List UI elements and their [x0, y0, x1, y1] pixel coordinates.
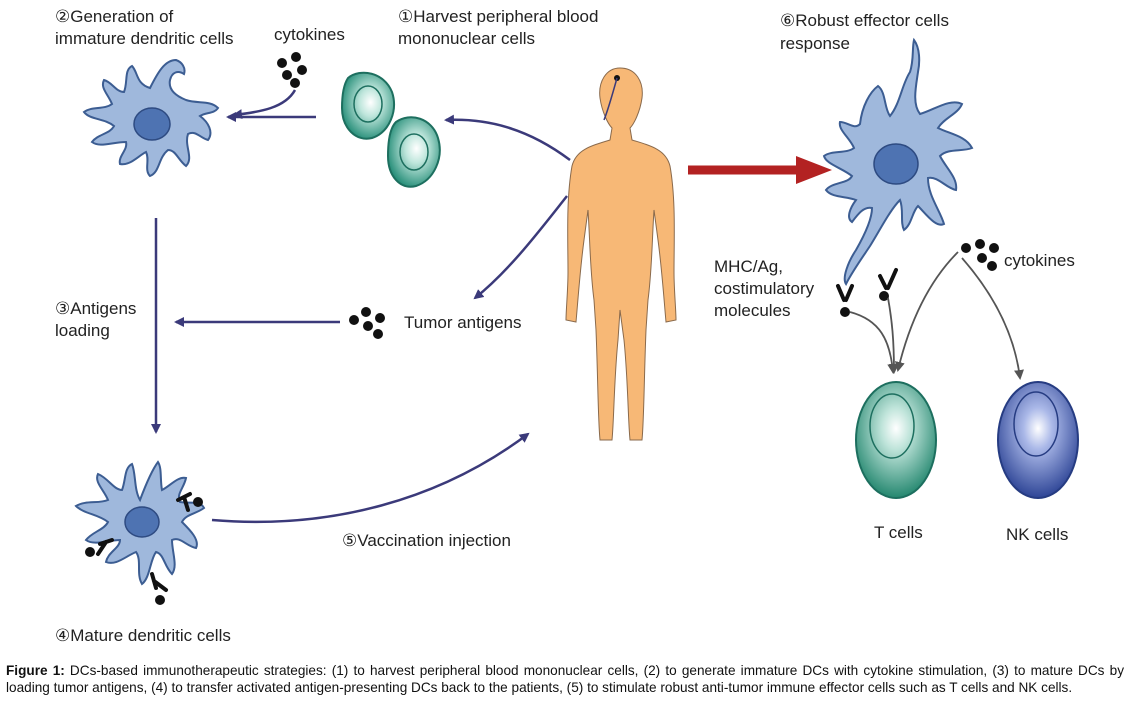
mhc-label-line3: molecules — [714, 301, 791, 320]
figure-caption: Figure 1: DCs-based immunotherapeutic st… — [6, 662, 1124, 696]
nk-cells-label: NK cells — [1006, 525, 1069, 544]
arrow-cytokines-to-nk — [961, 257, 1024, 380]
red-arrowhead — [796, 156, 832, 184]
cytokines-label-right: cytokines — [1004, 251, 1075, 270]
step2-label-line2: immature dendritic cells — [55, 29, 234, 48]
caption-label: Figure 1: — [6, 663, 65, 678]
t-cells-label: T cells — [874, 523, 923, 542]
arrow-cytokines-to-t — [895, 251, 959, 372]
step6-label-line2: response — [780, 34, 850, 53]
step4-label: ④Mature dendritic cells — [55, 626, 231, 645]
pbmc-cell — [386, 116, 441, 188]
diagram-canvas — [74, 37, 1079, 605]
step5-label: ⑤Vaccination injection — [342, 531, 511, 550]
nk-cell — [997, 381, 1079, 499]
arrow-tumor-antigens — [473, 195, 568, 300]
cytokines-label-left: cytokines — [274, 25, 345, 44]
immature-dendritic-cell — [82, 58, 220, 178]
t-cell — [855, 381, 937, 499]
arrow-harvest — [444, 114, 571, 162]
diagram: ①Harvest peripheral blood mononuclear ce… — [55, 7, 1079, 645]
step3-label-line2: loading — [55, 321, 110, 340]
step2-label: ②Generation of — [55, 7, 174, 26]
arrow-cytokines-to-dc — [232, 89, 297, 120]
step3-label: ③Antigens — [55, 299, 137, 318]
step1-label-line2: mononuclear cells — [398, 29, 536, 48]
arrow-to-t-cells — [887, 297, 899, 374]
arrow-to-t-cells — [849, 311, 898, 374]
arrow-vaccination — [211, 432, 530, 524]
effector-dendritic-cell — [822, 37, 974, 317]
mature-dendritic-cell — [74, 460, 206, 605]
caption-text: DCs-based immunotherapeutic strategies: … — [6, 663, 1124, 695]
human-body — [565, 67, 677, 441]
cytokines-cluster-right — [961, 239, 999, 271]
tumor-antigens-label: Tumor antigens — [404, 313, 522, 332]
mhc-label: MHC/Ag, — [714, 257, 783, 276]
step6-label: ⑥Robust effector cells — [780, 11, 949, 30]
tumor-antigens-cluster — [349, 307, 385, 339]
pbmc-cell — [340, 71, 395, 140]
cytokines-cluster-left — [277, 52, 307, 88]
step1-label: ①Harvest peripheral blood — [398, 7, 599, 26]
mhc-label-line2: costimulatory — [714, 279, 815, 298]
